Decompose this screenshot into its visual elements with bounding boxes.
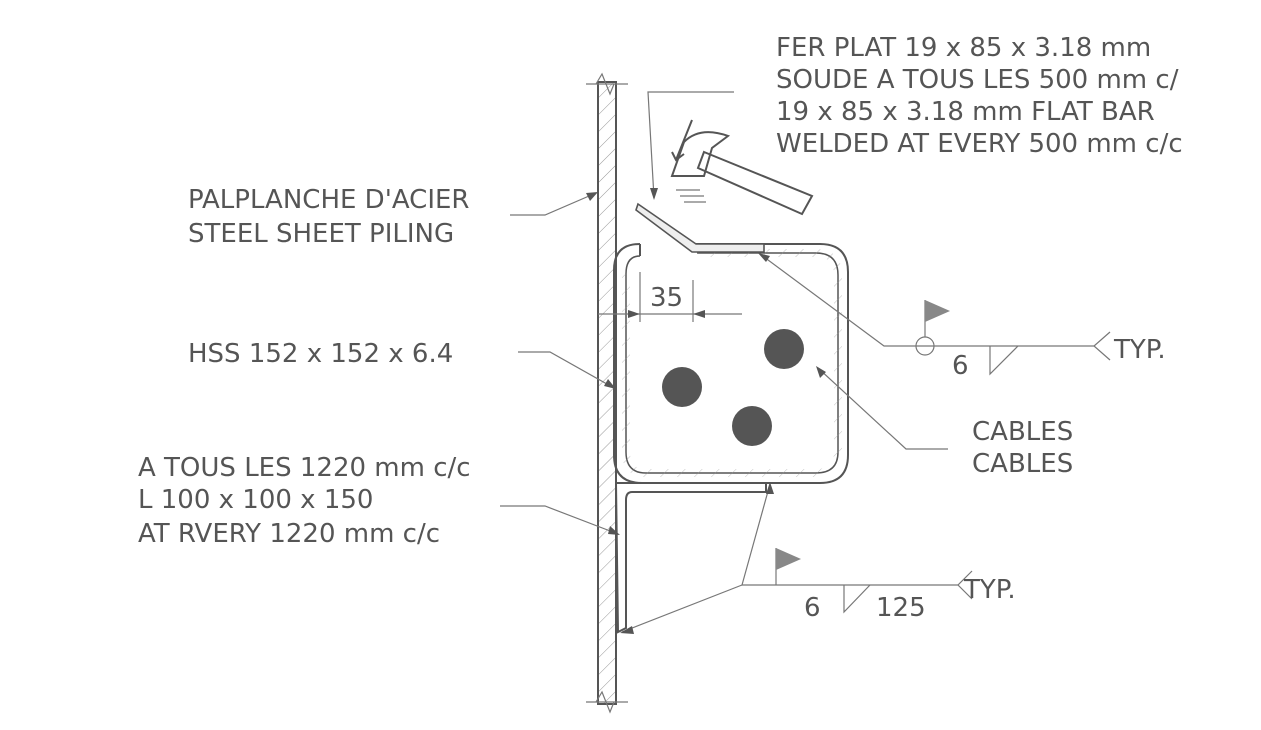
flat-bar [635, 202, 765, 253]
weld-bottom-tail: TYP. [963, 575, 1016, 605]
cables [662, 329, 804, 446]
leader-lines [500, 91, 948, 634]
note-angle: A TOUS LES 1220 mm c/c L 100 x 100 x 150… [138, 453, 471, 549]
weld-top-size: 6 [952, 351, 969, 381]
svg-text:STEEL SHEET PILING: STEEL SHEET PILING [188, 219, 454, 249]
note-hss: HSS 152 x 152 x 6.4 [188, 339, 453, 369]
svg-text:SOUDE A TOUS LES 500 mm c/: SOUDE A TOUS LES 500 mm c/ [776, 65, 1179, 95]
svg-text:WELDED AT EVERY 500 mm c/c: WELDED AT EVERY 500 mm c/c [776, 129, 1183, 159]
svg-text:CABLES: CABLES [972, 417, 1073, 447]
svg-text:FER PLAT 19 x 85 x 3.18 mm: FER PLAT 19 x 85 x 3.18 mm [776, 33, 1151, 63]
cable-3 [732, 406, 772, 446]
svg-text:CABLES: CABLES [972, 449, 1073, 479]
note-flat-bar: FER PLAT 19 x 85 x 3.18 mm SOUDE A TOUS … [776, 33, 1183, 159]
note-sheet-piling: PALPLANCHE D'ACIER STEEL SHEET PILING [188, 185, 470, 249]
cable-2 [764, 329, 804, 369]
sheet-piling [586, 72, 628, 714]
svg-text:PALPLANCHE D'ACIER: PALPLANCHE D'ACIER [188, 185, 470, 215]
weld-top-tail: TYP. [1113, 335, 1166, 365]
dimension-value: 35 [650, 283, 683, 313]
weld-symbol-bottom: 6 125 TYP. [775, 548, 1016, 623]
svg-text:HSS 152 x 152 x 6.4: HSS 152 x 152 x 6.4 [188, 339, 453, 369]
svg-text:AT RVERY 1220 mm c/c: AT RVERY 1220 mm c/c [138, 519, 440, 549]
hammer-icon [670, 119, 814, 216]
svg-text:A TOUS LES 1220 mm c/c: A TOUS LES 1220 mm c/c [138, 453, 471, 483]
weld-symbol-top: 6 TYP. [915, 300, 1166, 381]
weld-bottom-length: 125 [876, 593, 926, 623]
svg-text:L 100 x 100 x 150: L 100 x 100 x 150 [138, 485, 373, 515]
svg-text:19 x 85 x 3.18 mm FLAT BAR: 19 x 85 x 3.18 mm FLAT BAR [776, 97, 1155, 127]
angle-bracket [614, 482, 767, 634]
weld-bottom-size: 6 [804, 593, 821, 623]
dimension-35: 35 [598, 272, 742, 322]
cable-1 [662, 367, 702, 407]
hss-tube [613, 243, 849, 484]
note-cables: CABLES CABLES [972, 417, 1073, 479]
